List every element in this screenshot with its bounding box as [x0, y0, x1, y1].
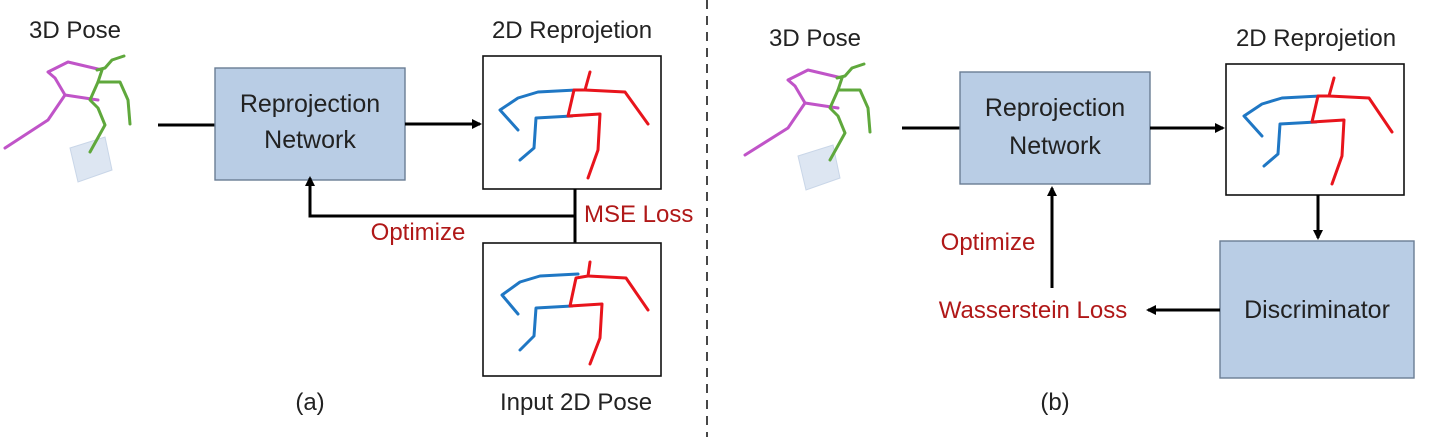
panel-a-3d-skeleton-icon [3, 54, 132, 183]
panel-b-2d-reprojection-label: 2D Reprojetion [1236, 25, 1396, 52]
panel-a-optimize-label: Optimize [371, 219, 466, 246]
panel-b-reprojection-skeleton-icon [1242, 76, 1394, 186]
skeleton-green-leg [828, 76, 847, 162]
skeleton-magenta-limb-lower [3, 93, 100, 150]
skeleton-blue-arm [498, 88, 578, 132]
panel-a-reprojection-skeleton-icon [498, 70, 650, 180]
skeleton-green-leg [88, 68, 107, 154]
panel-b-reprojection-network-block [959, 71, 1151, 185]
panel-a-3d-pose-label: 3D Pose [29, 17, 121, 44]
panel-b-3d-skeleton-icon [743, 62, 872, 191]
panel-a-input-skeleton-icon [500, 260, 650, 366]
panel-a: 3D Pose Reprojection Network 2D Reprojet… [3, 17, 693, 416]
panel-a-mse-loss-label: MSE Loss [584, 201, 693, 228]
skeleton-red-arm [1327, 94, 1394, 134]
panel-a-network-label-line1: Reprojection [240, 90, 380, 118]
skeleton-green-neck [95, 54, 126, 72]
panel-b-network-label-line1: Reprojection [985, 94, 1125, 122]
skeleton-magenta-limb-upper [46, 60, 104, 97]
panel-a-input-2d-pose-label: Input 2D Pose [500, 389, 652, 416]
skeleton-magenta-limb-upper [786, 68, 844, 105]
panel-a-2d-reprojection-label: 2D Reprojetion [492, 17, 652, 44]
panel-b-wasserstein-loss-label: Wasserstein Loss [939, 297, 1128, 324]
panel-b-discriminator-label: Discriminator [1244, 296, 1390, 324]
skeleton-red-arm [586, 274, 650, 312]
panel-a-caption: (a) [295, 389, 324, 416]
panel-b-optimize-label: Optimize [941, 229, 1036, 256]
skeleton-red-arm [583, 88, 650, 126]
optimize-feedback-arrow-a [305, 176, 575, 218]
panel-b-network-label-line2: Network [1009, 132, 1101, 160]
panel-b-reprojection-frame [1225, 63, 1405, 196]
ground-plane-icon [797, 144, 841, 191]
skeleton-green-neck [835, 62, 866, 80]
skeleton-blue-leg [518, 114, 574, 162]
panel-b-discriminator-block [1219, 240, 1415, 379]
skeleton-blue-leg [1262, 120, 1318, 168]
panel-b-caption: (b) [1040, 389, 1069, 416]
ground-plane-icon [69, 136, 113, 183]
panel-b-3d-pose-label: 3D Pose [769, 25, 861, 52]
skeleton-green-arm [96, 80, 132, 126]
panel-b: 3D Pose Reprojection Network 2D Reprojet… [743, 25, 1415, 416]
skeleton-green-arm [836, 88, 872, 134]
skeleton-blue-arm [1242, 94, 1322, 138]
panel-a-network-label-line2: Network [264, 126, 356, 154]
skeleton-blue-leg [518, 304, 574, 352]
skeleton-magenta-limb-lower [743, 101, 840, 157]
panel-a-input-pose-frame [482, 242, 662, 377]
skeleton-blue-arm [500, 272, 580, 316]
panel-a-reprojection-network-block [214, 67, 406, 181]
